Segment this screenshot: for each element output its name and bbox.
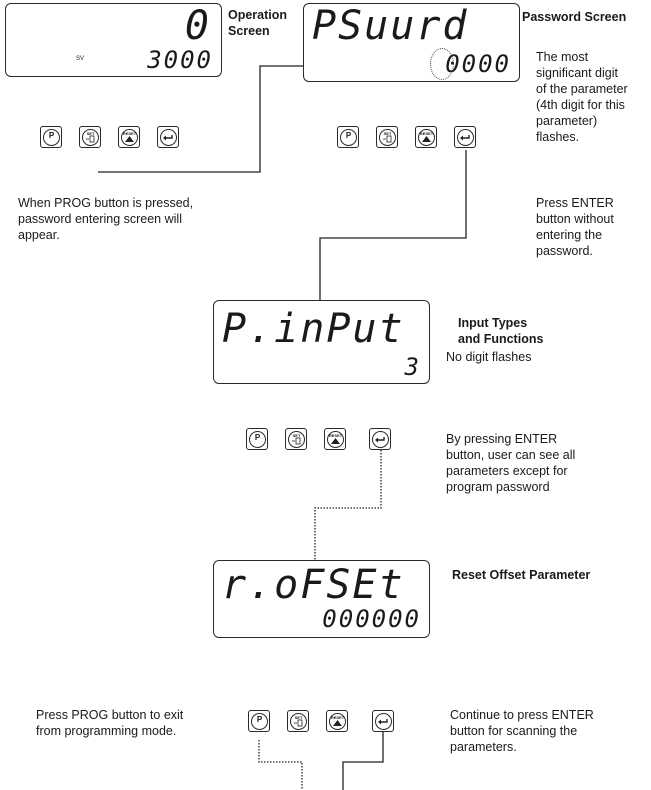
enter-button[interactable]	[454, 126, 476, 148]
enter-see-all-note-1: By pressing ENTER	[446, 432, 558, 446]
press-enter-note-4: password.	[536, 244, 593, 258]
enter-arrow-icon	[163, 135, 173, 141]
flashing-digit-indicator	[430, 48, 454, 80]
enter-arrow-icon	[378, 719, 388, 725]
reset-button[interactable]: RESET	[118, 126, 140, 148]
prog-button-label: P	[256, 715, 263, 724]
input-display-top: P.inPut	[222, 306, 405, 352]
operation-screen-label-line2: Screen	[228, 24, 270, 38]
enter-see-all-note-3: parameters except for	[446, 464, 568, 478]
input-label-line2: and Functions	[458, 332, 544, 346]
connector-enter-to-reset	[314, 450, 382, 560]
enter-see-all-note-2: button, user can see all	[446, 448, 576, 462]
set-icon	[292, 437, 301, 445]
operation-display-bottom: 3000	[147, 46, 213, 74]
prog-pressed-note-1: When PROG button is pressed,	[18, 196, 194, 210]
password-note-5: parameter)	[536, 114, 598, 128]
enter-arrow-icon	[460, 135, 470, 141]
connector-prog-exit	[258, 740, 303, 790]
continue-note-3: parameters.	[450, 740, 517, 754]
set-button[interactable]: SET	[376, 126, 398, 148]
connector-enter-continue	[342, 732, 384, 790]
set-button-label: SET	[294, 715, 303, 720]
set-button-label: SET	[383, 131, 392, 136]
prog-button-label: P	[345, 131, 352, 140]
set-icon	[294, 719, 303, 727]
reset-button[interactable]: RESET	[324, 428, 346, 450]
password-note-3: of the parameter	[536, 82, 628, 96]
input-display-bottom: 3	[404, 353, 421, 381]
reset-button-label: RESET	[330, 715, 345, 720]
reset-screen-label: Reset Offset Parameter	[452, 568, 591, 582]
set-button-label: SET	[86, 131, 95, 136]
prog-button[interactable]: P	[246, 428, 268, 450]
set-button-label: SET	[292, 433, 301, 438]
prog-button-label: P	[48, 131, 55, 140]
password-note-2: significant digit	[536, 66, 618, 80]
reset-display-top: r.oFSEt	[222, 562, 405, 608]
exit-note-1: Press PROG button to exit	[36, 708, 184, 722]
prog-pressed-note-3: appear.	[18, 228, 60, 242]
reset-screen-display: r.oFSEt 000000	[213, 560, 430, 638]
reset-button[interactable]: RESET	[326, 710, 348, 732]
prog-pressed-note-2: password entering screen will	[18, 212, 182, 226]
press-enter-note-2: button without	[536, 212, 614, 226]
password-note-6: flashes.	[536, 130, 580, 144]
operation-display-top: 0	[184, 3, 211, 49]
enter-button[interactable]	[369, 428, 391, 450]
prog-button[interactable]: P	[337, 126, 359, 148]
exit-note-2: from programming mode.	[36, 724, 177, 738]
up-arrow-icon	[422, 136, 431, 142]
reset-button[interactable]: RESET	[415, 126, 437, 148]
continue-note-2: button for scanning the	[450, 724, 578, 738]
up-arrow-icon	[331, 438, 340, 444]
reset-button-label: RESET	[419, 131, 434, 136]
up-arrow-icon	[125, 136, 134, 142]
password-display-top: PSuurd	[312, 3, 469, 49]
input-note: No digit flashes	[446, 350, 532, 364]
prog-button[interactable]: P	[40, 126, 62, 148]
connector-prog-to-password	[98, 65, 304, 173]
sv-label: SV	[76, 56, 85, 62]
input-screen-display: P.inPut 3	[213, 300, 430, 384]
password-note-1: The most	[536, 50, 589, 64]
operation-screen-display: 0 SV 3000	[5, 3, 222, 77]
operation-screen-label-line1: Operation	[228, 8, 288, 22]
enter-arrow-icon	[375, 437, 385, 443]
press-enter-note-1: Press ENTER	[536, 196, 614, 210]
password-note-4: (4th digit for this	[536, 98, 625, 112]
up-arrow-icon	[333, 720, 342, 726]
enter-button[interactable]	[157, 126, 179, 148]
enter-see-all-note-4: program password	[446, 480, 550, 494]
connector-enter-to-input	[319, 150, 467, 300]
prog-button-label: P	[254, 433, 261, 442]
input-label-line1: Input Types	[458, 316, 528, 330]
password-screen-display: PSuurd 0000	[303, 3, 520, 82]
set-button[interactable]: SET	[287, 710, 309, 732]
press-enter-note-3: entering the	[536, 228, 603, 242]
reset-display-bottom: 000000	[322, 605, 421, 633]
set-icon	[383, 135, 392, 143]
enter-button[interactable]	[372, 710, 394, 732]
password-display-bottom: 0000	[445, 50, 511, 78]
prog-button[interactable]: P	[248, 710, 270, 732]
continue-note-1: Continue to press ENTER	[450, 708, 594, 722]
set-button[interactable]: SET	[79, 126, 101, 148]
password-screen-label: Password Screen	[522, 10, 627, 24]
set-icon	[86, 135, 95, 143]
set-button[interactable]: SET	[285, 428, 307, 450]
reset-button-label: RESET	[122, 131, 137, 136]
reset-button-label: RESET	[328, 433, 343, 438]
